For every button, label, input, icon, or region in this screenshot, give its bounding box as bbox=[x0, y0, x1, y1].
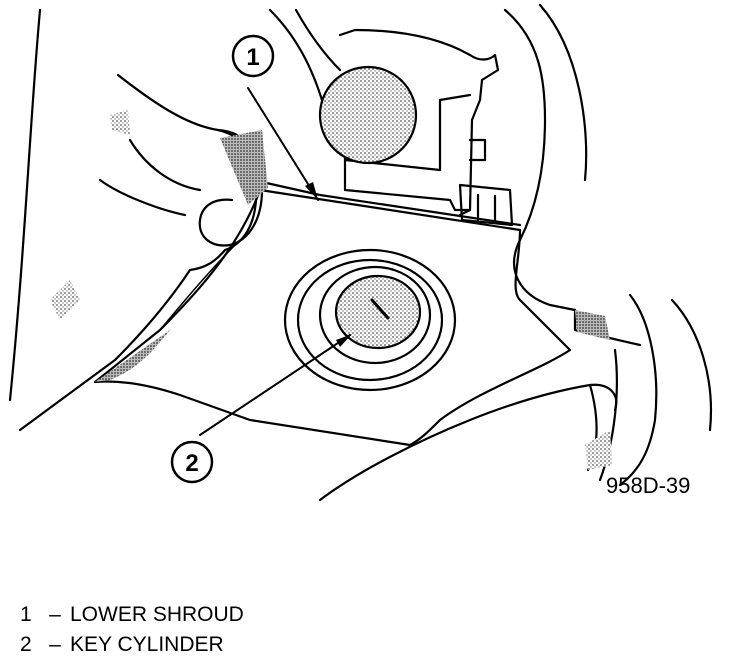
column-outline bbox=[268, 8, 327, 112]
right-cover-edge bbox=[538, 3, 588, 182]
bracket-shadow bbox=[575, 310, 610, 340]
connector-tab bbox=[468, 138, 487, 162]
legend-separator: – bbox=[49, 633, 61, 656]
key-cylinder-face bbox=[334, 274, 422, 350]
shroud-shadow-upper bbox=[220, 130, 268, 205]
figure-code: 958D-39 bbox=[606, 473, 691, 498]
legend-number: 1 bbox=[20, 603, 32, 626]
callout-1-arrowhead bbox=[305, 182, 318, 200]
legend-item-2: 2 – KEY CYLINDER bbox=[20, 630, 244, 660]
callout-2-arrowhead bbox=[336, 334, 352, 347]
left-arm-outline bbox=[8, 8, 42, 402]
shroud-shadow-left bbox=[95, 330, 170, 382]
left-hand-outline bbox=[18, 73, 258, 432]
callout-1: 1 bbox=[231, 34, 275, 78]
column-edge bbox=[294, 8, 342, 72]
right-cover-outline bbox=[503, 8, 577, 312]
right-panel-outline-2 bbox=[670, 298, 712, 432]
callout-2: 2 bbox=[170, 440, 214, 484]
callout-1-number: 1 bbox=[246, 44, 259, 71]
callout-1-leader bbox=[247, 87, 319, 201]
connector-slot bbox=[476, 193, 497, 224]
callout-2-leader bbox=[199, 334, 351, 436]
connector-outline bbox=[458, 183, 514, 227]
legend-number: 2 bbox=[20, 633, 32, 656]
knuckle-outline bbox=[128, 138, 202, 192]
knob bbox=[318, 65, 418, 165]
finger-outline bbox=[98, 178, 187, 217]
left-arm-shadow bbox=[110, 110, 130, 135]
upper-housing-outline bbox=[338, 28, 500, 217]
legend-label: KEY CYLINDER bbox=[70, 633, 224, 656]
key-cylinder-bezel bbox=[318, 265, 432, 365]
right-panel-outline bbox=[618, 293, 658, 487]
right-lower-edge bbox=[573, 308, 642, 347]
shroud-top-edge bbox=[260, 180, 522, 227]
bracket-outline bbox=[343, 148, 472, 212]
legend-separator: – bbox=[49, 603, 61, 626]
hand-shadow bbox=[50, 280, 80, 320]
key-cylinder-outer-ring bbox=[283, 248, 457, 392]
callout-2-number: 2 bbox=[185, 450, 198, 477]
lower-shroud-outline bbox=[93, 188, 572, 447]
bracket-inner bbox=[343, 93, 472, 172]
legend-label: LOWER SHROUD bbox=[70, 603, 244, 626]
key-slot bbox=[370, 298, 390, 320]
shroud-inner-shadow bbox=[159, 239, 241, 331]
lower-right-shadow bbox=[585, 430, 612, 470]
lower-shroud-key-cylinder-illustration: 1 2 bbox=[8, 3, 712, 502]
legend: 1 – LOWER SHROUD 2 – KEY CYLINDER bbox=[20, 600, 244, 660]
legend-item-1: 1 – LOWER SHROUD bbox=[20, 600, 244, 630]
key-cylinder-middle-ring bbox=[296, 258, 444, 382]
lower-hand-outline bbox=[318, 383, 618, 502]
